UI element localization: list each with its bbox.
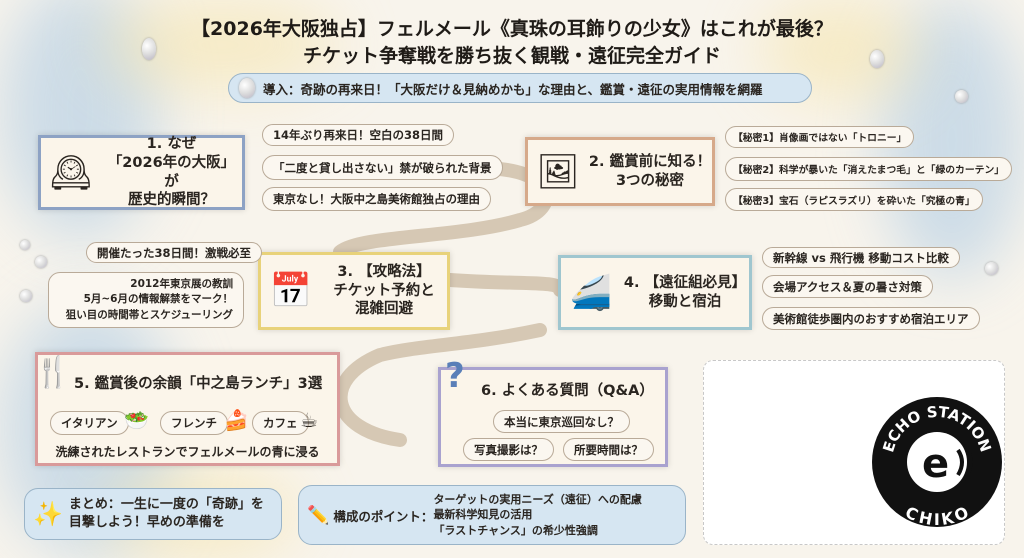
pearl-icon bbox=[985, 262, 998, 275]
lunch-french[interactable]: フレンチ bbox=[160, 411, 228, 435]
composition-points: ✏️ 構成のポイント： ターゲットの実用ニーズ（遠征）への配慮 最新科学知見の活… bbox=[298, 485, 686, 545]
pearl-icon bbox=[20, 290, 32, 302]
faq-item[interactable]: 写真撮影は？ bbox=[463, 438, 554, 461]
section-2-item[interactable]: 【秘密1】肖像画ではない「トロニー」 bbox=[725, 126, 915, 148]
section-6-box[interactable]: ? 6. よくある質問（Q&A） 本当に東京巡回なし？ 写真撮影は？ 所要時間は… bbox=[438, 356, 668, 467]
svg-text:e: e bbox=[922, 441, 949, 487]
lunch-cafe[interactable]: カフェ bbox=[252, 411, 309, 435]
pearl-icon bbox=[870, 50, 884, 68]
section-5-note: 洗練されたレストランでフェルメールの青に浸る bbox=[55, 445, 320, 459]
title-line-1: 【2026年大阪独占】フェルメール《真珠の耳飾りの少女》はこれが最後？ bbox=[191, 18, 833, 40]
train-plane-icon: 🚄 bbox=[569, 272, 613, 313]
point-item: 「ラストチャンス」の希少性強調 bbox=[433, 523, 598, 537]
faq-item[interactable]: 本当に東京巡回なし？ bbox=[493, 410, 630, 433]
painting-magnifier-icon: 🖼 bbox=[536, 151, 580, 192]
section-5-title: 5. 鑑賞後の余韻「中之島ランチ」3選 bbox=[74, 376, 323, 392]
summary-banner: ✨ まとめ：一生に一度の「奇跡」を 目撃しよう！早めの準備を bbox=[24, 488, 282, 540]
sparkles-icon: ✨ bbox=[33, 500, 63, 528]
summary-text: まとめ：一生に一度の「奇跡」を 目撃しよう！早めの準備を bbox=[68, 496, 264, 530]
coffee-cup-icon: ☕ bbox=[300, 408, 318, 432]
section-4-item[interactable]: 新幹線 vs 飛行機 移動コスト比較 bbox=[762, 247, 960, 268]
pearl-icon bbox=[20, 240, 30, 250]
point-item: 最新科学知見の活用 bbox=[433, 508, 533, 522]
pearl-icon bbox=[239, 78, 255, 98]
pearl-icon bbox=[142, 38, 156, 60]
clock-map-icon: 🕰 bbox=[49, 152, 93, 193]
title-line-2: チケット争奪戦を勝ち抜く観戦・遠征完全ガイド bbox=[302, 45, 721, 67]
section-3-title: 3. 【攻略法】 チケット予約と 混雑回避 bbox=[333, 263, 435, 318]
intro-text: 導入：奇跡の再来日！「大阪だけ＆見納めかも」な理由と、鑑賞・遠征の実用情報を網羅 bbox=[263, 81, 763, 97]
section-1-item[interactable]: 東京なし！大阪中之島美術館独占の理由 bbox=[262, 187, 491, 211]
lunch-italian[interactable]: イタリアン bbox=[50, 411, 129, 435]
question-icon: ? bbox=[445, 356, 465, 396]
section-2-title: 2. 鑑賞前に知る！ 3つの秘密 bbox=[588, 153, 712, 189]
section-1-box[interactable]: 🕰 1. なぜ 「2026年の大阪」が 歴史的瞬間？ bbox=[38, 135, 245, 210]
fork-spoon-icon: 🍴 bbox=[34, 355, 72, 390]
section-1-item[interactable]: 14年ぶり再来日！空白の38日間 bbox=[262, 124, 455, 146]
section-2-item[interactable]: 【秘密2】科学が暴いた「消えたまつ毛」と「緑のカーテン」 bbox=[725, 157, 1013, 181]
echo-station-logo: e ECHO STATION CHIKO bbox=[872, 397, 1002, 529]
section-3-box[interactable]: 📅 3. 【攻略法】 チケット予約と 混雑回避 bbox=[258, 252, 450, 330]
pearl-icon bbox=[35, 256, 47, 268]
section-4-item[interactable]: 美術館徒歩圏内のおすすめ宿泊エリア bbox=[762, 307, 980, 330]
salad-plate-icon: 🥗 bbox=[124, 408, 149, 432]
section-2-item[interactable]: 【秘密3】宝石（ラピスラズリ）を砕いた「究極の青」 bbox=[725, 188, 983, 211]
section-5-box[interactable]: 🍴 5. 鑑賞後の余韻「中之島ランチ」3選 イタリアン 🥗 フレンチ 🍰 カフェ… bbox=[34, 352, 340, 466]
pearl-icon bbox=[955, 90, 968, 103]
section-6-title: 6. よくある質問（Q&A） bbox=[481, 383, 654, 399]
section-1-title: 1. なぜ 「2026年の大阪」が 歴史的瞬間？ bbox=[107, 135, 236, 209]
section-3-item[interactable]: 2012年東京展の教訓 5月~6月の情報解禁をマーク！ 狙い目の時間帯とスケジュ… bbox=[48, 272, 244, 328]
section-2-box[interactable]: 🖼 2. 鑑賞前に知る！ 3つの秘密 bbox=[525, 137, 715, 206]
section-4-box[interactable]: 🚄 4. 【遠征組必見】 移動と宿泊 bbox=[558, 255, 752, 330]
point-item: ターゲットの実用ニーズ（遠征）への配慮 bbox=[433, 492, 642, 506]
dessert-icon: 🍰 bbox=[224, 408, 249, 432]
pencil-icon: ✏️ bbox=[307, 504, 330, 526]
section-4-title: 4. 【遠征組必見】 移動と宿泊 bbox=[623, 274, 747, 310]
intro-banner: 導入：奇跡の再来日！「大阪だけ＆見納めかも」な理由と、鑑賞・遠征の実用情報を網羅 bbox=[228, 73, 812, 103]
section-3-item[interactable]: 開催たった38日間！激戦必至 bbox=[86, 242, 263, 263]
section-1-item[interactable]: 「二度と貸し出さない」禁が破られた背景 bbox=[262, 155, 503, 180]
points-label: 構成のポイント： bbox=[333, 508, 434, 524]
calendar-ticket-icon: 📅 bbox=[269, 271, 313, 311]
faq-item[interactable]: 所要時間は？ bbox=[563, 438, 654, 461]
section-4-item[interactable]: 会場アクセス＆夏の暑さ対策 bbox=[762, 275, 933, 298]
